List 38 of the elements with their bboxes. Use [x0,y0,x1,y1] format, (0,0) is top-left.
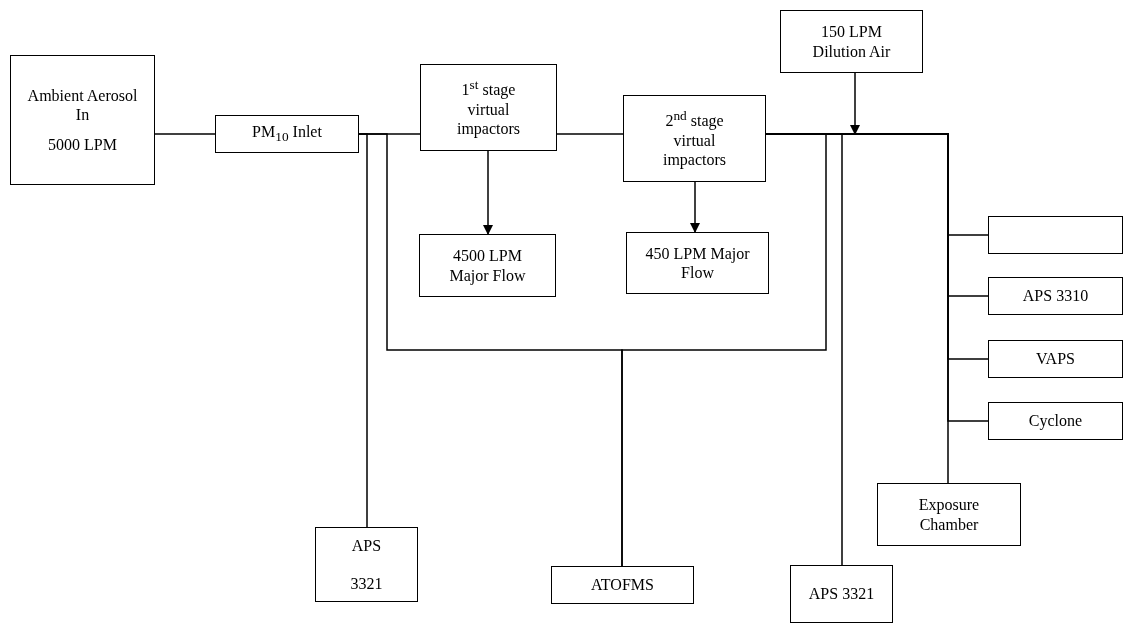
process-box [551,566,694,604]
process-box [877,483,1021,546]
node-label: 150 LPM Dilution Air [811,22,892,61]
process-box [10,55,155,185]
node-label: 1$^{st}$ stage virtual impactors [455,77,522,138]
node-label: PM$_{10}$ Inlet [252,122,322,146]
process-box [315,527,418,602]
process-box [988,277,1123,315]
process-box [420,64,557,151]
node-label: Ambient Aerosol In [26,86,139,125]
node-label: 4500 LPM Major Flow [448,246,527,285]
node-label: VAPS [1036,349,1075,369]
node-label: 2$^{nd}$ stage virtual impactors [661,108,728,169]
instrument-box [988,216,1123,254]
process-box [623,95,766,182]
node-label: 5000 LPM [48,134,117,154]
connector-line [154,133,216,135]
node-label: Exposure Chamber [917,495,981,534]
node-label: 450 LPM Major Flow [644,243,751,283]
node-label: Cyclone [1028,411,1083,431]
node-label: ATOFMS [591,575,654,595]
connector-line [765,133,949,484]
arrow [483,150,493,235]
process-box [419,234,556,297]
process-box [988,340,1123,378]
arrow [690,181,700,233]
process-box [780,10,923,73]
node-label: APS 3310 [1022,286,1089,306]
arrow [850,72,860,135]
node-label: 3321 [350,573,383,593]
process-box [988,402,1123,440]
node-label: APS [351,536,382,556]
node-label: APS 3321 [808,584,875,604]
process-box [626,232,769,294]
connector-line [621,133,827,567]
process-box [215,115,359,153]
process-box [790,565,893,623]
connector-line [556,133,624,135]
